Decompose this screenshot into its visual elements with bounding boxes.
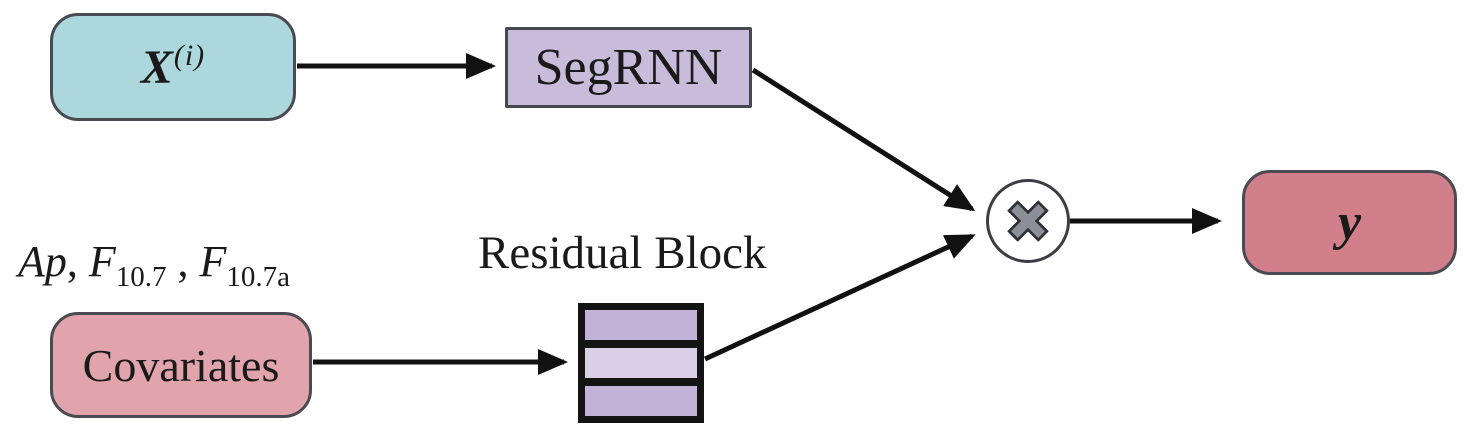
multiply-node: [986, 179, 1070, 263]
x-input-label: X(i): [140, 39, 206, 94]
node-output: y: [1242, 170, 1457, 275]
output-label: y: [1337, 194, 1362, 251]
residual-layer-top: [585, 310, 697, 340]
node-x-input: X(i): [50, 13, 296, 121]
residual-block-stack: [578, 303, 704, 423]
residual-layer-middle: [585, 348, 697, 378]
arrow-residual-to-multiply: [703, 233, 976, 362]
covariates-label: Covariates: [82, 339, 280, 391]
residual-layer-bottom: [585, 386, 697, 416]
node-segrnn: SegRNN: [505, 27, 752, 108]
covariate-ap: Ap: [18, 237, 67, 286]
segrnn-label: SegRNN: [534, 39, 723, 96]
covariate-f107a-base: F: [199, 237, 227, 286]
arrow-segrnn-to-multiply: [751, 67, 976, 212]
covariate-f107-base: F: [88, 237, 116, 286]
covariate-list-label: Ap, F10.7 , F10.7a: [18, 236, 290, 292]
node-covariates: Covariates: [50, 312, 312, 418]
covariate-separator: ,: [66, 237, 89, 286]
multiply-icon: [1007, 200, 1049, 242]
residual-block-caption: Residual Block: [478, 227, 767, 279]
x-input-superscript: (i): [173, 39, 206, 72]
covariate-f107a-subscript: 10.7a: [226, 261, 291, 293]
covariate-separator-2: ,: [166, 237, 200, 286]
covariate-f107-subscript: 10.7: [115, 261, 167, 293]
